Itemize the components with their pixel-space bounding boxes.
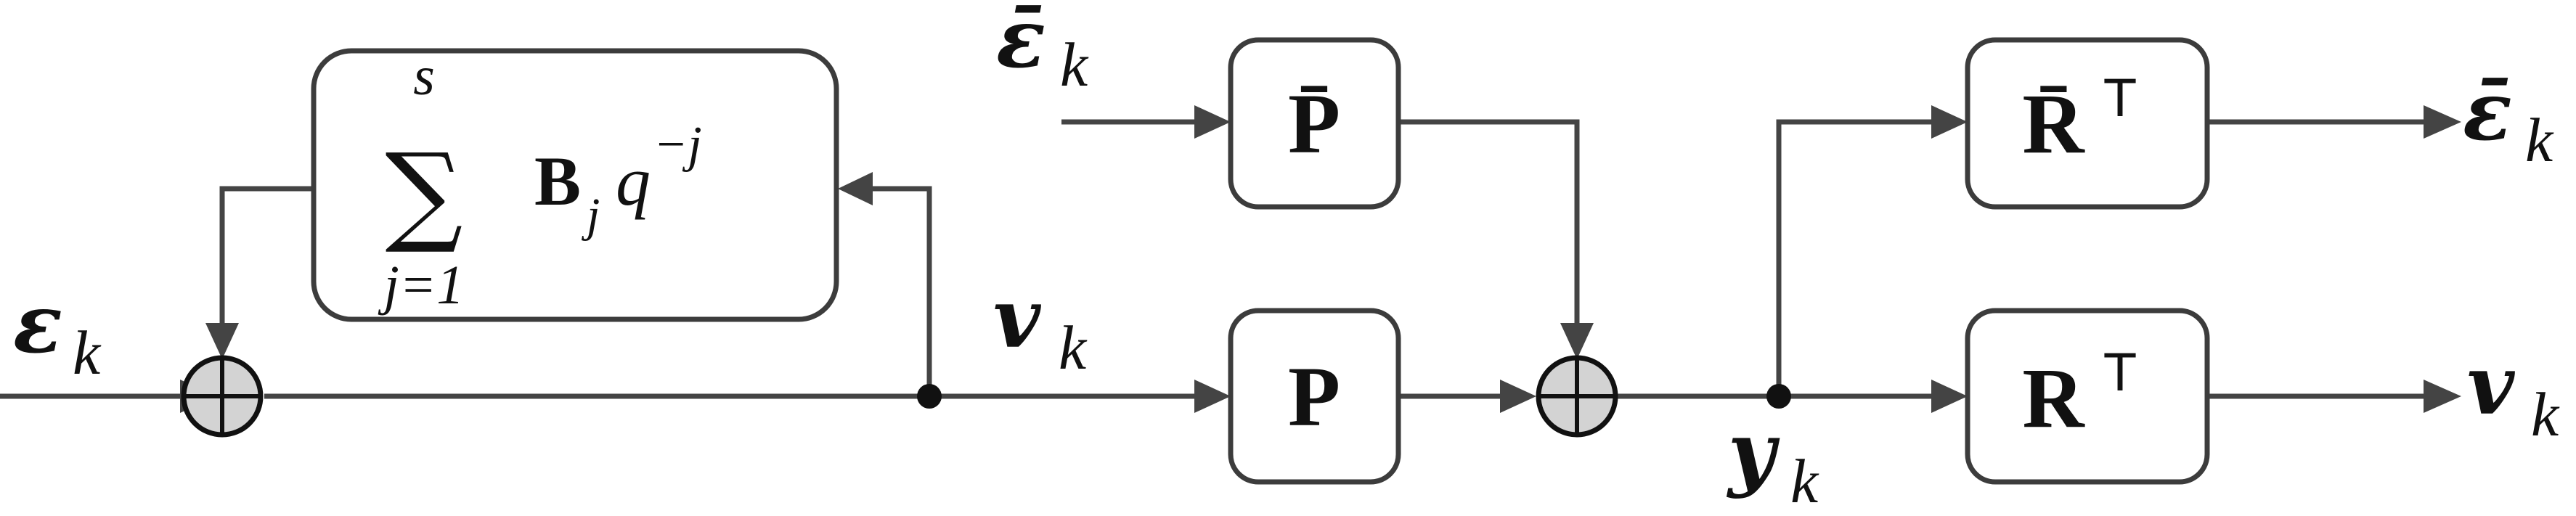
p-bar-label: P̄ — [1288, 76, 1340, 171]
svg-text:k: k — [2525, 105, 2554, 175]
svg-text:ε̄: ε̄ — [2463, 64, 2512, 159]
svg-text:k: k — [1060, 30, 1089, 99]
r-bar-label: R̄ — [2022, 76, 2085, 171]
r-bar-transpose-sup: T — [2104, 69, 2136, 128]
summing-junction-2 — [1536, 355, 1618, 438]
arrowhead-feedback-into-sum1 — [205, 323, 239, 359]
arrowhead-into-p — [1194, 380, 1231, 413]
svg-text:ε: ε — [13, 277, 62, 372]
feedback-term-exponent: −j — [653, 117, 702, 173]
arrowhead-out-v — [2424, 380, 2461, 413]
summing-junction-1 — [181, 355, 264, 438]
svg-text:k: k — [1059, 313, 1088, 382]
arrowhead-out-eps-bar — [2424, 105, 2461, 139]
svg-text:ε̄: ε̄ — [996, 0, 1046, 86]
wire-feedback-up — [873, 186, 932, 396]
arrowhead-into-rbar — [1931, 105, 1968, 139]
wire-y-branch — [1776, 119, 1931, 396]
feedback-block: s ∑ j=1 B j q −j — [311, 46, 839, 322]
svg-text:v: v — [2467, 338, 2516, 433]
svg-text:y: y — [1726, 405, 1780, 500]
arrowhead-into-feedback-block — [838, 172, 873, 205]
svg-text:k: k — [2531, 380, 2560, 449]
feedback-term-matrix: B — [534, 142, 581, 220]
svg-text:k: k — [73, 318, 102, 388]
feedback-term-operator: q — [616, 142, 651, 220]
p-bar-block: P̄ — [1228, 37, 1401, 210]
r-transpose-block: R T — [1965, 308, 2210, 485]
arrowhead-pbar-into-sum2 — [1560, 323, 1594, 359]
feedback-upper-limit: s — [413, 46, 435, 107]
arrowhead-into-r — [1931, 380, 1968, 413]
svg-text:v: v — [993, 271, 1042, 366]
feedback-lower-limit: j=1 — [378, 255, 464, 316]
arrowhead-into-pbar — [1194, 105, 1231, 139]
arrowhead-p-into-sum2 — [1500, 380, 1536, 413]
junction-feedback-takeoff — [917, 384, 942, 409]
label-y-mid: y k — [1726, 405, 1819, 516]
feedback-sigma: ∑ — [385, 131, 462, 257]
p-block: P — [1228, 308, 1401, 485]
label-eps-bar-in: ε̄ k — [996, 0, 1089, 99]
r-transpose-sup: T — [2104, 343, 2136, 403]
p-label: P — [1288, 349, 1340, 444]
label-eps-bar-out: ε̄ k — [2463, 64, 2554, 175]
junction-y-branch — [1766, 384, 1791, 409]
label-v-mid: v k — [993, 271, 1088, 382]
r-label: R — [2022, 351, 2085, 446]
label-v-out: v k — [2467, 338, 2560, 449]
signal-wires — [0, 119, 2424, 399]
label-eps-in: ε k — [13, 277, 102, 388]
r-bar-transpose-block: R̄ T — [1965, 37, 2210, 210]
wire-feedback-down — [219, 186, 314, 328]
wire-pbar-to-sum — [1398, 119, 1580, 328]
svg-text:k: k — [1790, 446, 1819, 516]
